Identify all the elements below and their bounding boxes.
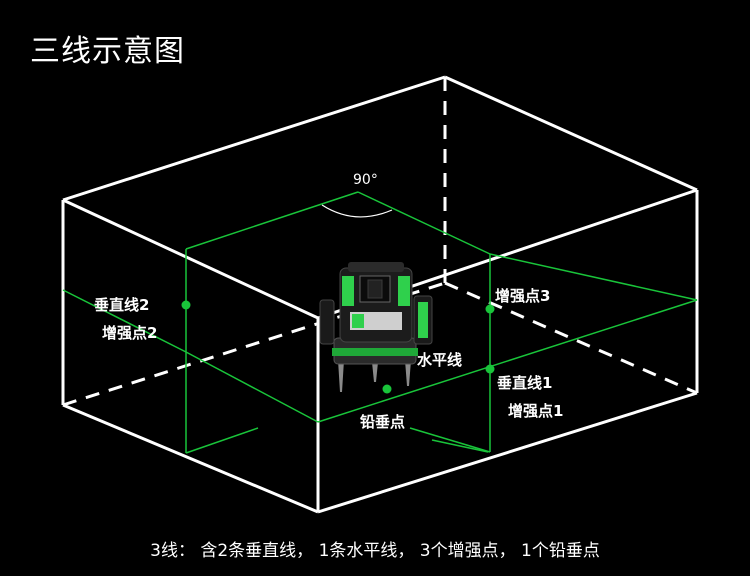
box-edge-bottom-right [317, 391, 698, 514]
laser-horizontal-left [185, 351, 319, 423]
laser-floor-stub-2 [431, 439, 489, 453]
laser-horizontal-left-wall [62, 289, 187, 353]
device-leg-left [338, 360, 344, 392]
device-panel-left [342, 276, 354, 306]
box-hidden-back-right [444, 281, 698, 395]
device-label-accent [352, 314, 364, 328]
device-leg-center [372, 362, 378, 382]
label-enhanced-point-1: 增强点1 [508, 402, 564, 420]
device-knob-right-accent [418, 302, 428, 338]
label-horizontal-line: 水平线 [417, 351, 463, 369]
laser-lines [62, 191, 698, 454]
box-edge-top-left [62, 75, 446, 202]
laser-vertical-1-floor [409, 427, 491, 453]
device-knob-left [319, 299, 335, 345]
enhanced-points [181, 300, 495, 394]
label-vertical-line-1: 垂直线1 [497, 374, 553, 392]
label-enhanced-point-2: 增强点2 [102, 324, 158, 342]
label-enhanced-point-3: 增强点3 [495, 287, 551, 305]
laser-horizontal-front [317, 299, 698, 423]
label-vertical-line-2: 垂直线2 [94, 296, 150, 314]
angle-arc [321, 204, 393, 218]
box-edge-bottom-left [62, 403, 319, 514]
summary-caption: 3线： 含2条垂直线， 1条水平线， 3个增强点， 1个铅垂点 [150, 541, 600, 561]
enhanced-point-2-dot [181, 300, 191, 310]
laser-vertical-2-floor [185, 427, 259, 454]
device-leg-right [405, 360, 411, 386]
device-base-stripe [332, 348, 418, 356]
room-hidden-edges [62, 77, 698, 407]
device-panel-right [398, 276, 410, 306]
enhanced-point-1-dot [485, 364, 495, 374]
laser-vertical-1-right-wall [489, 253, 698, 301]
box-hidden-back-left [62, 281, 446, 407]
device-lens [367, 279, 383, 299]
device-top [348, 262, 404, 272]
page-title: 三线示意图 [30, 34, 185, 69]
laser-vertical-2-ceiling [185, 191, 359, 250]
enhanced-point-3-dot [485, 304, 495, 314]
box-edge-front-top-left [62, 198, 319, 320]
angle-label: 90° [353, 172, 378, 188]
laser-vertical-1-ceiling [357, 191, 491, 255]
box-edge-top-right [444, 75, 698, 192]
label-plumb-point: 铅垂点 [360, 413, 406, 431]
laser-level-device [319, 262, 433, 392]
plumb-point-dot [382, 384, 392, 394]
